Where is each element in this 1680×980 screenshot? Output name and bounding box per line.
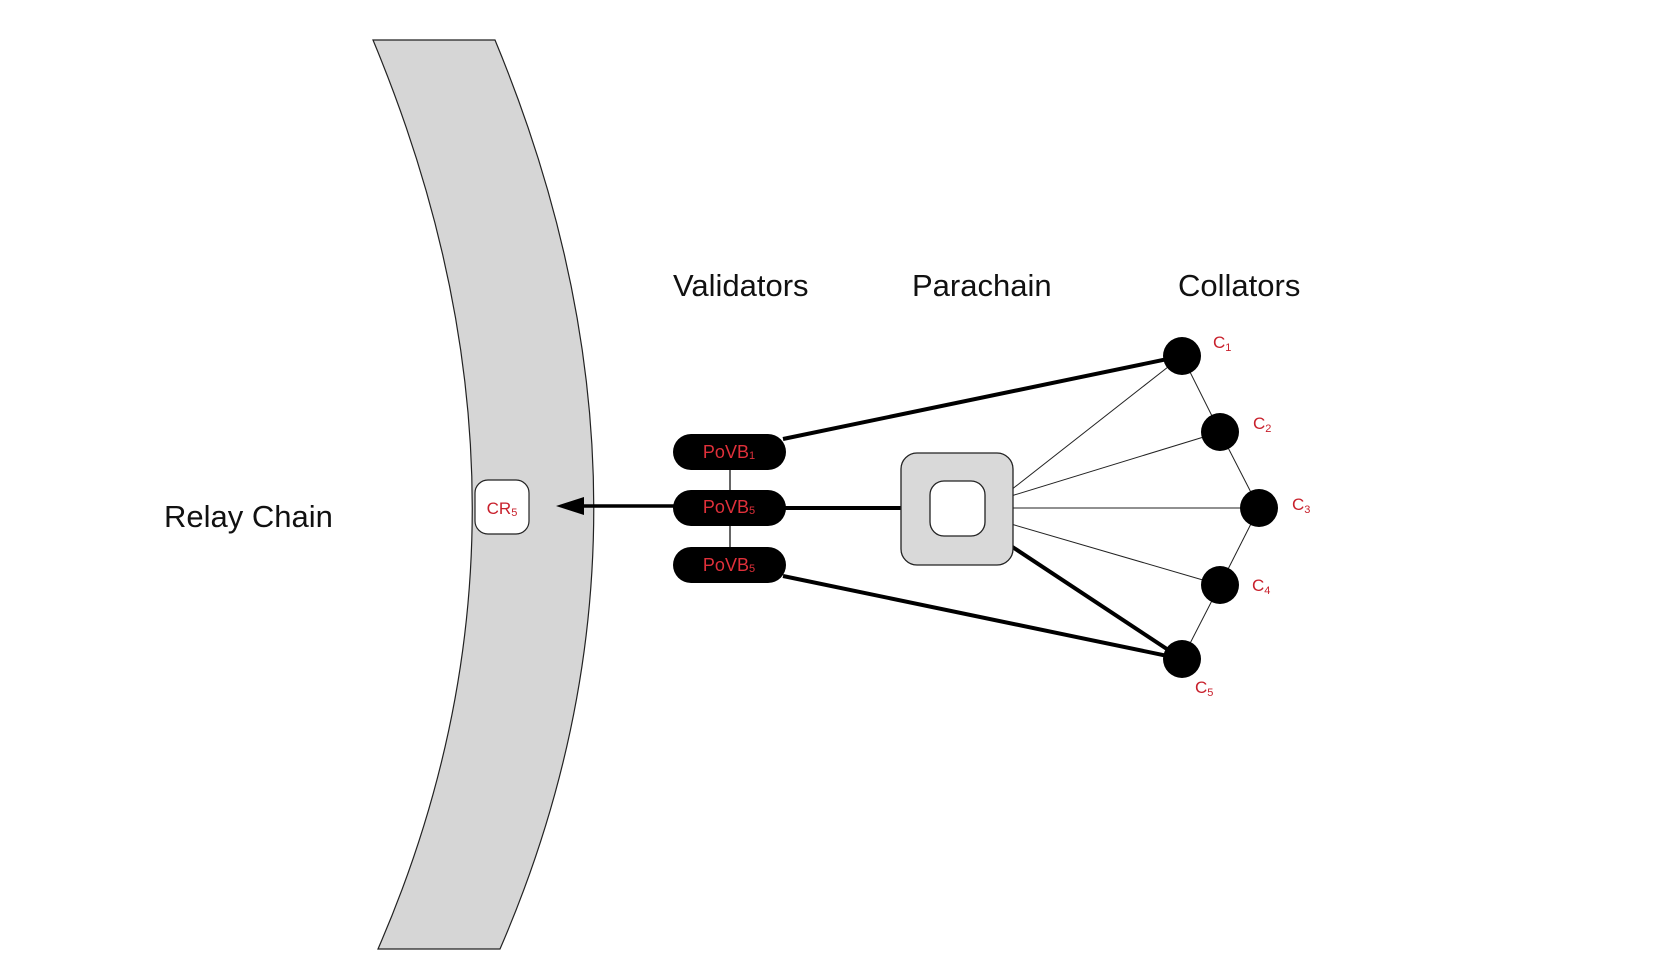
collators-label: Collators bbox=[1178, 268, 1300, 303]
parachain-block bbox=[900, 452, 1014, 566]
collator-node-4 bbox=[1201, 566, 1239, 604]
parachain-label: Parachain bbox=[912, 268, 1052, 303]
svg-text:CR5: CR5 bbox=[487, 499, 518, 518]
collator-label-2: C2 bbox=[1253, 414, 1271, 435]
submission-arrow bbox=[556, 497, 680, 515]
parachain-collator-links bbox=[1010, 355, 1259, 586]
collator-node-2 bbox=[1201, 413, 1239, 451]
collator-node-5 bbox=[1163, 640, 1201, 678]
relay-chain-label: Relay Chain bbox=[164, 499, 333, 534]
validator-block-2: PoVB5 bbox=[673, 490, 786, 526]
validator-block-1: PoVB1 bbox=[673, 434, 786, 470]
svg-text:PoVB5: PoVB5 bbox=[703, 555, 755, 575]
candidate-receipt: CR5 bbox=[474, 479, 530, 535]
collator-node-3 bbox=[1240, 489, 1278, 527]
collator-label-1: C1 bbox=[1213, 333, 1231, 354]
validator-block-3: PoVB5 bbox=[673, 547, 786, 583]
validator-collator-links bbox=[782, 354, 1184, 661]
collator-label-5: C5 bbox=[1195, 678, 1213, 699]
collator-label-4: C4 bbox=[1252, 576, 1270, 597]
svg-text:PoVB5: PoVB5 bbox=[703, 497, 755, 517]
svg-text:PoVB1: PoVB1 bbox=[703, 442, 755, 462]
collator-node-1 bbox=[1163, 337, 1201, 375]
validators-label: Validators bbox=[673, 268, 809, 303]
collator-label-3: C3 bbox=[1292, 495, 1310, 516]
